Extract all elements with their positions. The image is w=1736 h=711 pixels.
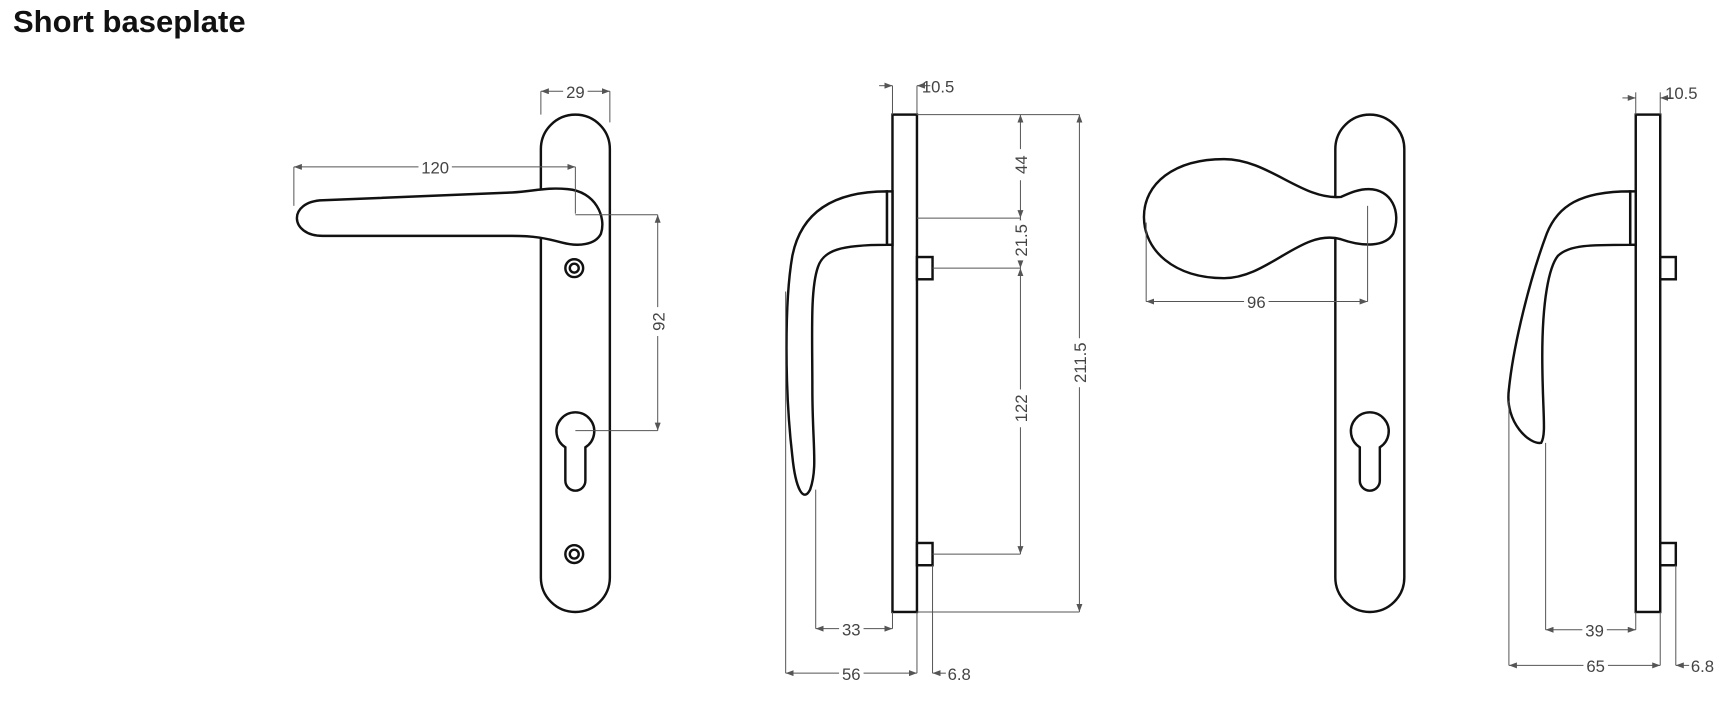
screw-icon xyxy=(564,543,585,565)
dim-lever-clearance: 39 xyxy=(1585,621,1604,640)
dim-centres: 92 xyxy=(649,312,668,331)
dim-overall-height: 211.5 xyxy=(1071,342,1090,383)
lever-handle xyxy=(295,187,604,246)
lever-handle-side xyxy=(785,190,889,496)
dim-spindle-to-fixing: 21.5 xyxy=(1012,224,1031,256)
dim-pad-depth: 6.8 xyxy=(948,665,971,684)
dim-fixing-centres: 122 xyxy=(1012,394,1031,422)
dim-plate-depth: 10.5 xyxy=(1665,84,1697,103)
dim-plate-depth: 10.5 xyxy=(922,77,954,96)
screw-icon xyxy=(564,258,585,279)
dim-lever-length: 120 xyxy=(421,159,449,178)
page-title: Short baseplate xyxy=(13,4,246,39)
dim-plate-width: 29 xyxy=(566,83,585,102)
baseplate-side xyxy=(891,113,919,614)
side-lever-view: 10.5 44 21.5 122 211.5 33 56 6.8 xyxy=(785,77,1090,684)
side-lever-view-2: 10.5 39 65 6.8 xyxy=(1507,84,1714,676)
dim-lever-clearance: 33 xyxy=(842,620,861,639)
dim-top-to-spindle: 44 xyxy=(1012,155,1031,174)
dim-lever-projection: 56 xyxy=(842,665,861,684)
knob xyxy=(1142,157,1398,280)
lever-handle-side xyxy=(1507,190,1632,445)
keyhole-icon xyxy=(1349,411,1390,492)
dim-lever-projection: 65 xyxy=(1586,657,1605,676)
dim-pad-depth: 6.8 xyxy=(1691,657,1714,676)
front-knob-view: 96 xyxy=(1142,113,1406,614)
dim-knob-length: 96 xyxy=(1247,293,1266,312)
front-lever-view: 29 120 92 xyxy=(293,82,668,614)
baseplate-side xyxy=(1634,113,1662,614)
